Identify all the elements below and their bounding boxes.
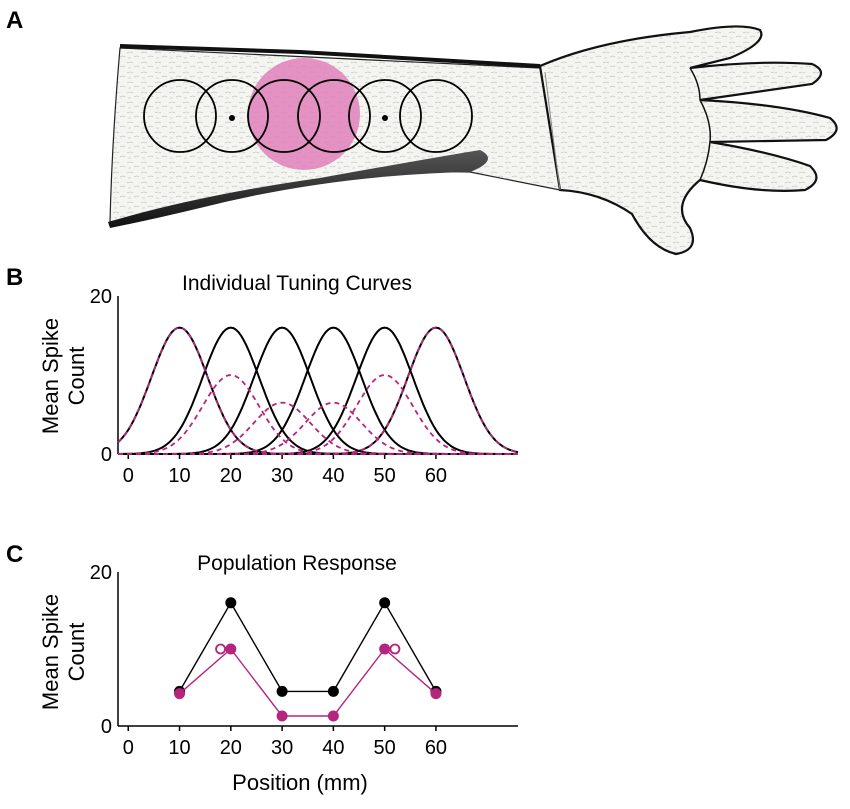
population-point-2 — [276, 710, 288, 722]
receptive-field-4 — [297, 79, 371, 153]
population-y-tick-label: 20 — [90, 562, 112, 584]
population-point-1 — [327, 685, 339, 697]
tuning-x-tick-label: 20 — [220, 465, 242, 487]
tuning-x-tick-label: 30 — [271, 465, 293, 487]
stimulus-disk — [248, 58, 360, 170]
panel-letter-a: A — [6, 7, 23, 34]
population-open-marker — [389, 643, 401, 655]
population-y-tick-label: 0 — [101, 716, 112, 738]
population-chart-title: Population Response — [197, 552, 397, 575]
population-x-tick-label: 10 — [168, 737, 190, 759]
tuning-y-tick-label: 0 — [101, 444, 112, 466]
field-center-dot-left — [229, 115, 235, 121]
forearm-bottom-shadow — [108, 150, 488, 228]
receptive-field-1 — [143, 79, 217, 153]
tuning-ylabel-line2: Count — [64, 347, 89, 406]
forearm-top-edge — [119, 44, 541, 68]
tuning-x-tick-label: 0 — [123, 465, 134, 487]
population-point-2 — [174, 688, 186, 700]
population-ylabel-line1: Mean Spike — [38, 594, 63, 710]
panel-letter-c: C — [6, 541, 23, 568]
population-point-2 — [225, 643, 237, 655]
finger-lines — [689, 67, 712, 181]
receptive-field-2 — [195, 79, 269, 153]
field-center-dot-right — [382, 115, 388, 121]
panel-letter-b: B — [6, 264, 23, 291]
arm-illustration — [108, 25, 838, 256]
population-open-marker — [215, 643, 226, 655]
population-point-1 — [379, 597, 391, 609]
population-x-tick-label: 20 — [220, 737, 242, 759]
receptive-fields — [143, 79, 473, 153]
population-point-1 — [276, 685, 288, 697]
population-x-tick-label: 40 — [322, 737, 344, 759]
tuning-curve-4 — [118, 326, 518, 455]
population-point-2 — [327, 710, 339, 722]
tuning-ylabel-line1: Mean Spike — [38, 318, 63, 434]
tuning-x-tick-label: 60 — [425, 465, 447, 487]
stimulus-tuning-curve-6 — [118, 326, 519, 455]
tuning-x-tick-label: 50 — [374, 465, 396, 487]
tuning-y-tick-label: 20 — [90, 286, 112, 308]
population-xlabel: Position (mm) — [232, 770, 368, 795]
tuning-chart-title: Individual Tuning Curves — [182, 272, 412, 295]
tuning-x-tick-label: 40 — [322, 465, 344, 487]
population-ylabel-line2: Count — [64, 623, 89, 682]
tuning-curves-chart: 0 10 20 30 40 50 60 0 20 — [90, 286, 519, 487]
tuning-x-tick-label: 10 — [168, 465, 190, 487]
receptive-field-3 — [247, 79, 321, 153]
population-series-line-1 — [178, 601, 437, 693]
receptive-field-5 — [348, 79, 422, 153]
population-point-2 — [430, 688, 442, 700]
population-series-line-2 — [179, 647, 437, 717]
population-point-2 — [379, 643, 391, 655]
hand-shape — [538, 25, 838, 256]
population-response-chart: 0 10 20 30 40 50 60 0 20 — [90, 562, 518, 759]
receptive-field-6 — [399, 79, 473, 153]
population-x-tick-label: 60 — [425, 737, 447, 759]
population-point-1 — [225, 597, 237, 609]
stimulus-tuning-curve-2 — [118, 374, 518, 455]
population-x-tick-label: 0 — [123, 737, 134, 759]
wrist-crease — [544, 71, 561, 191]
stimulus-tuning-curve-5 — [118, 374, 518, 455]
population-x-tick-label: 30 — [271, 737, 293, 759]
population-x-tick-label: 50 — [374, 737, 396, 759]
